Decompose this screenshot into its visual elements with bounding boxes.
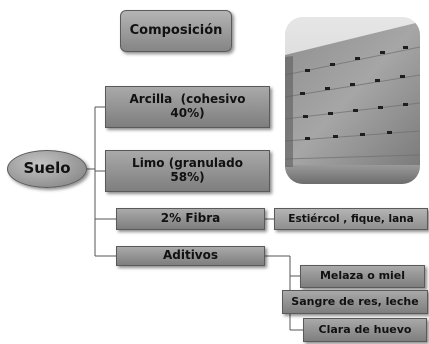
clay-label-line1: Arcilla (cohesivo	[129, 92, 246, 107]
additive-item-label: Sangre de res, leche	[291, 294, 419, 308]
fiber-examples-node: Estiércol , fique, lana	[274, 208, 428, 230]
additive-item-blood: Sangre de res, leche	[282, 290, 428, 314]
additive-item-egg-white: Clara de huevo	[303, 318, 427, 342]
rammed-earth-wall-photo	[285, 17, 420, 184]
soil-root-node: Suelo	[7, 150, 87, 188]
fiber-label: 2% Fibra	[160, 211, 221, 226]
composition-title-text: Composición	[129, 22, 223, 38]
additive-item-molasses: Melaza o miel	[300, 265, 425, 288]
additive-item-label: Melaza o miel	[319, 269, 406, 283]
additives-label: Aditivos	[162, 248, 219, 263]
wall-photo-image	[285, 17, 420, 184]
soil-root-label: Suelo	[23, 159, 71, 178]
silt-label-line1: Limo (granulado	[132, 156, 243, 171]
silt-label-line2: 58%)	[170, 170, 205, 184]
clay-node: Arcilla (cohesivo 40%)	[105, 86, 270, 128]
additives-node: Aditivos	[116, 246, 265, 266]
silt-node: Limo (granulado 58%)	[105, 150, 270, 192]
fiber-node: 2% Fibra	[116, 208, 265, 230]
additive-item-label: Clara de huevo	[318, 322, 412, 336]
fiber-examples-label: Estiércol , fique, lana	[288, 212, 414, 225]
clay-label-line2: 40%)	[170, 106, 205, 120]
composition-title: Composición	[120, 10, 232, 52]
